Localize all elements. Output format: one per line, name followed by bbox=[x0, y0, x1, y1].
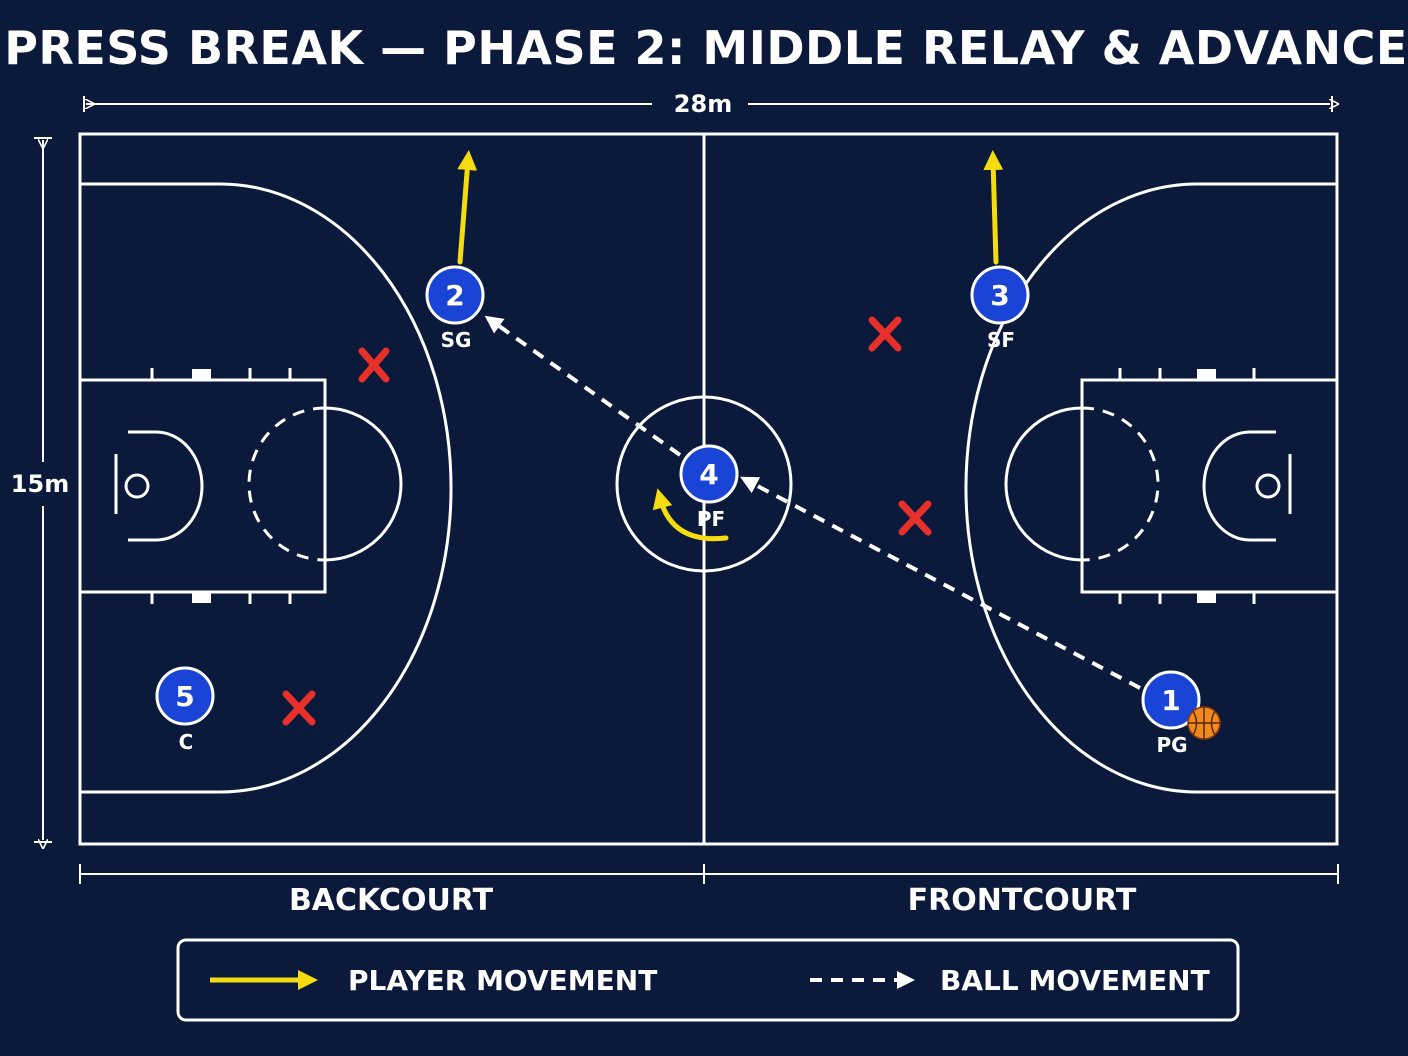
cut-player-2 bbox=[457, 150, 478, 265]
three-point-line-left bbox=[80, 182, 453, 794]
key-right bbox=[1080, 378, 1339, 594]
defenders bbox=[282, 316, 932, 726]
legend-box bbox=[176, 938, 1240, 1022]
player-number: 1 bbox=[1161, 684, 1180, 717]
player-position: PG bbox=[1156, 733, 1187, 757]
player-4[interactable]: 4 PF bbox=[679, 444, 739, 531]
ball-movement-legend-label: BALL MOVEMENT bbox=[940, 964, 1210, 997]
defender-3 bbox=[898, 500, 932, 536]
free-throw-arc-dashed-right bbox=[1081, 406, 1160, 562]
player-position: C bbox=[179, 730, 194, 754]
section-bracket bbox=[79, 864, 1339, 884]
player-number: 2 bbox=[445, 279, 464, 312]
ball-movement-paths bbox=[484, 315, 1141, 690]
player-movement-legend-label: PLAYER MOVEMENT bbox=[348, 964, 657, 997]
three-point-line-right bbox=[964, 182, 1337, 794]
hoop-right bbox=[1255, 473, 1281, 499]
defender-4 bbox=[282, 690, 316, 726]
player-1[interactable]: 1 PG bbox=[1141, 670, 1221, 757]
backcourt-label: BACKCOURT bbox=[289, 883, 494, 918]
player-number: 4 bbox=[699, 458, 718, 491]
frontcourt-label: FRONTCOURT bbox=[908, 883, 1137, 918]
width-dimension: 15m bbox=[11, 137, 69, 842]
restricted-area-right bbox=[1202, 430, 1276, 542]
x-mark-icon bbox=[282, 690, 316, 726]
defender-1 bbox=[358, 347, 390, 383]
hoop-left bbox=[124, 473, 150, 499]
defender-2 bbox=[868, 316, 902, 352]
legend: PLAYER MOVEMENT BALL MOVEMENT bbox=[176, 938, 1240, 1022]
lane-marks-left bbox=[150, 368, 292, 604]
page-title: PRESS BREAK — PHASE 2: MIDDLE RELAY & AD… bbox=[4, 21, 1408, 75]
pass-1-to-4 bbox=[740, 476, 1141, 690]
player-movement-paths bbox=[457, 150, 1004, 542]
player-number: 5 bbox=[175, 680, 194, 713]
player-2[interactable]: 2 SG bbox=[425, 265, 485, 352]
x-mark-icon bbox=[358, 347, 390, 383]
x-mark-icon bbox=[868, 316, 902, 352]
restricted-area-left bbox=[128, 430, 204, 542]
player-position: SF bbox=[987, 328, 1015, 352]
length-label: 28m bbox=[674, 90, 732, 118]
player-number: 3 bbox=[990, 279, 1009, 312]
left-half-markings bbox=[78, 182, 453, 794]
pivot-player-4 bbox=[652, 488, 729, 542]
player-5[interactable]: 5 C bbox=[155, 666, 215, 754]
length-dimension: 28m bbox=[83, 90, 1332, 118]
width-label: 15m bbox=[11, 470, 69, 498]
player-position: PF bbox=[697, 507, 725, 531]
free-throw-arc-left bbox=[324, 406, 403, 562]
x-mark-icon bbox=[898, 500, 932, 536]
court bbox=[78, 132, 1339, 846]
free-throw-arc-right bbox=[1004, 406, 1083, 562]
players: 2 SG 3 SF 4 PF 5 C 1 PG bbox=[155, 265, 1221, 757]
cut-player-3 bbox=[983, 150, 1004, 265]
center-circle bbox=[615, 395, 793, 573]
player-position: SG bbox=[441, 328, 472, 352]
player-3[interactable]: 3 SF bbox=[970, 265, 1030, 352]
lane-marks-right bbox=[1118, 368, 1256, 604]
free-throw-arc-dashed-left bbox=[247, 406, 326, 562]
right-half-markings bbox=[964, 182, 1339, 794]
pass-4-to-2 bbox=[484, 315, 682, 457]
basketball-icon bbox=[1187, 706, 1221, 740]
